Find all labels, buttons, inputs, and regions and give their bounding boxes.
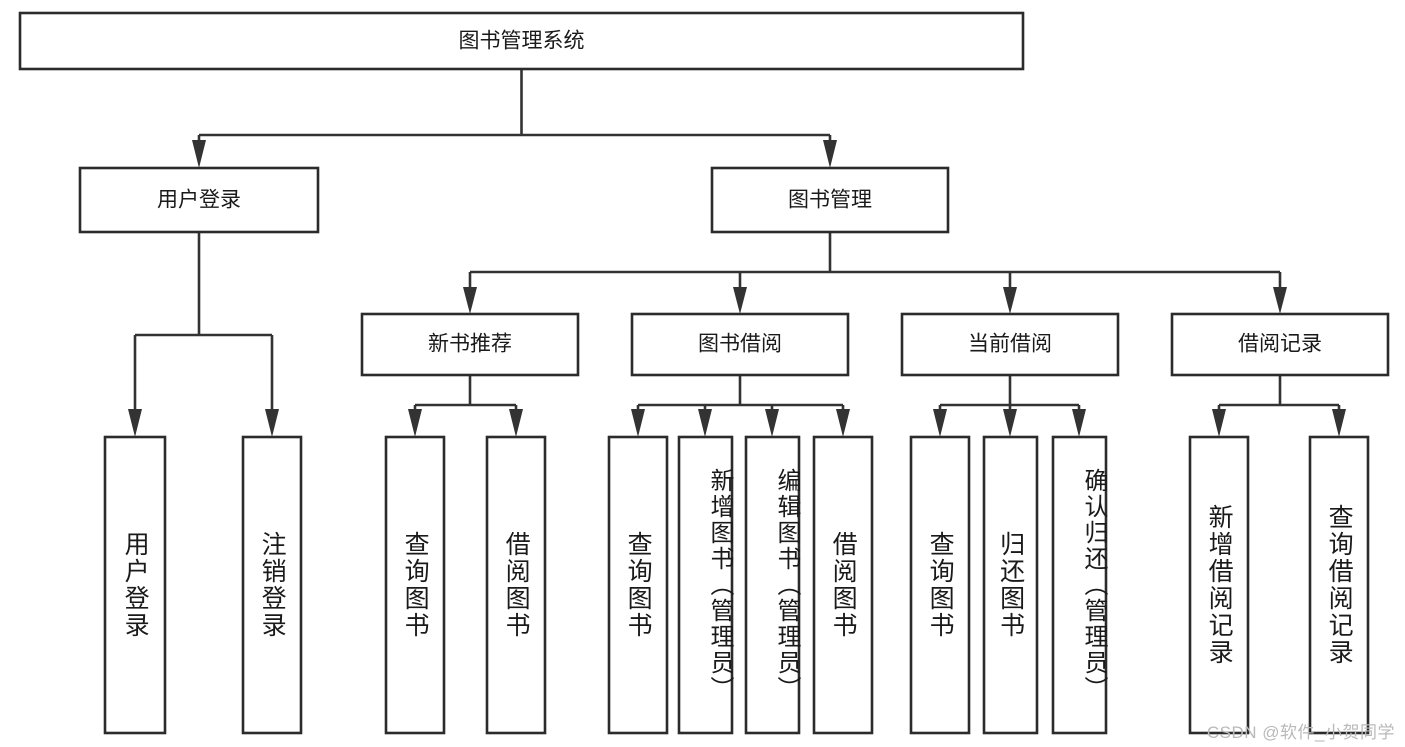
connector-group-borrow-record: [1212, 375, 1346, 437]
node-user-login-label: 用户登录: [157, 189, 241, 212]
leaf-box-logout-login[interactable]: [241, 435, 303, 735]
node-user-login[interactable]: 用户登录: [78, 166, 320, 234]
node-current-borrow-box[interactable]: [900, 312, 1120, 377]
leaf-box-query-book-3[interactable]: [909, 435, 971, 735]
node-user-login-box[interactable]: [78, 166, 320, 234]
arrow-head-new-book-recommend: [463, 287, 477, 314]
arrow-head-leaf-edit-book: [765, 409, 779, 437]
leaf-box-return-book[interactable]: [982, 435, 1039, 735]
arrow-head-borrow-record: [1273, 287, 1287, 314]
arrow-head-leaf-borrow-book-2: [836, 409, 850, 437]
connector-group-root: [192, 69, 837, 168]
node-book-borrow-label: 图书借阅: [698, 333, 782, 356]
leaf-box-user-login[interactable]: [103, 435, 167, 735]
node-borrow-record[interactable]: 借阅记录: [1170, 312, 1390, 377]
node-book-manage-label: 图书管理: [788, 189, 872, 212]
leaf-box-query-borrow-record[interactable]: [1308, 435, 1370, 735]
leaf-box-query-book-2[interactable]: [607, 435, 669, 735]
arrow-head-leaf-user-login: [128, 409, 142, 437]
connector-group-new-book-recommend: [408, 375, 523, 437]
connector-group-user-login: [128, 232, 279, 437]
arrow-head-leaf-query-book-1: [408, 409, 422, 437]
leaf-box-edit-book[interactable]: [744, 435, 801, 735]
leaf-box-confirm-return[interactable]: [1051, 435, 1108, 735]
leaf-box-add-book[interactable]: [677, 435, 734, 735]
connector-group-book-manage: [463, 232, 1287, 314]
arrow-head-leaf-add-borrow-record: [1212, 409, 1226, 437]
node-borrow-record-box[interactable]: [1170, 312, 1390, 377]
arrow-head-leaf-query-book-3: [933, 409, 947, 437]
leaf-box-borrow-book-2[interactable]: [812, 435, 874, 735]
leaf-box-borrow-book-1[interactable]: [485, 435, 547, 735]
node-current-borrow-label: 当前借阅: [968, 333, 1052, 356]
arrow-head-book-borrow: [733, 287, 747, 314]
leaf-boxes-group: [103, 435, 1370, 735]
node-new-book-recommend[interactable]: 新书推荐: [360, 312, 580, 377]
node-borrow-record-label: 借阅记录: [1238, 333, 1322, 356]
arrow-head-leaf-confirm-return: [1072, 409, 1086, 437]
arrow-head-book-manage: [823, 140, 837, 168]
node-book-manage-box[interactable]: [710, 166, 950, 234]
node-book-borrow[interactable]: 图书借阅: [630, 312, 850, 377]
node-root-label: 图书管理系统: [459, 30, 585, 53]
arrow-head-leaf-query-book-2: [631, 409, 645, 437]
arrow-head-leaf-query-borrow-record: [1332, 409, 1346, 437]
node-root-system[interactable]: 图书管理系统: [18, 11, 1025, 71]
node-book-borrow-box[interactable]: [630, 312, 850, 377]
node-new-book-recommend-box[interactable]: [360, 312, 580, 377]
node-root-box[interactable]: [18, 11, 1025, 71]
node-current-borrow[interactable]: 当前借阅: [900, 312, 1120, 377]
arrow-head-leaf-logout: [265, 409, 279, 437]
node-book-manage[interactable]: 图书管理: [710, 166, 950, 234]
leaf-box-query-book-1[interactable]: [384, 435, 446, 735]
arrow-head-leaf-borrow-book-1: [509, 409, 523, 437]
arrow-head-leaf-add-book: [698, 409, 712, 437]
leaf-box-add-borrow-record[interactable]: [1188, 435, 1250, 735]
arrow-head-current-borrow: [1003, 287, 1017, 314]
connector-group-book-borrow: [631, 375, 850, 437]
connector-group-current-borrow: [933, 375, 1086, 437]
arrow-head-leaf-return-book: [1003, 409, 1017, 437]
arrow-head-user-login: [192, 140, 206, 168]
node-new-book-recommend-label: 新书推荐: [428, 333, 512, 356]
csdn-watermark: CSDN @软件_小贺同学: [1206, 723, 1395, 742]
